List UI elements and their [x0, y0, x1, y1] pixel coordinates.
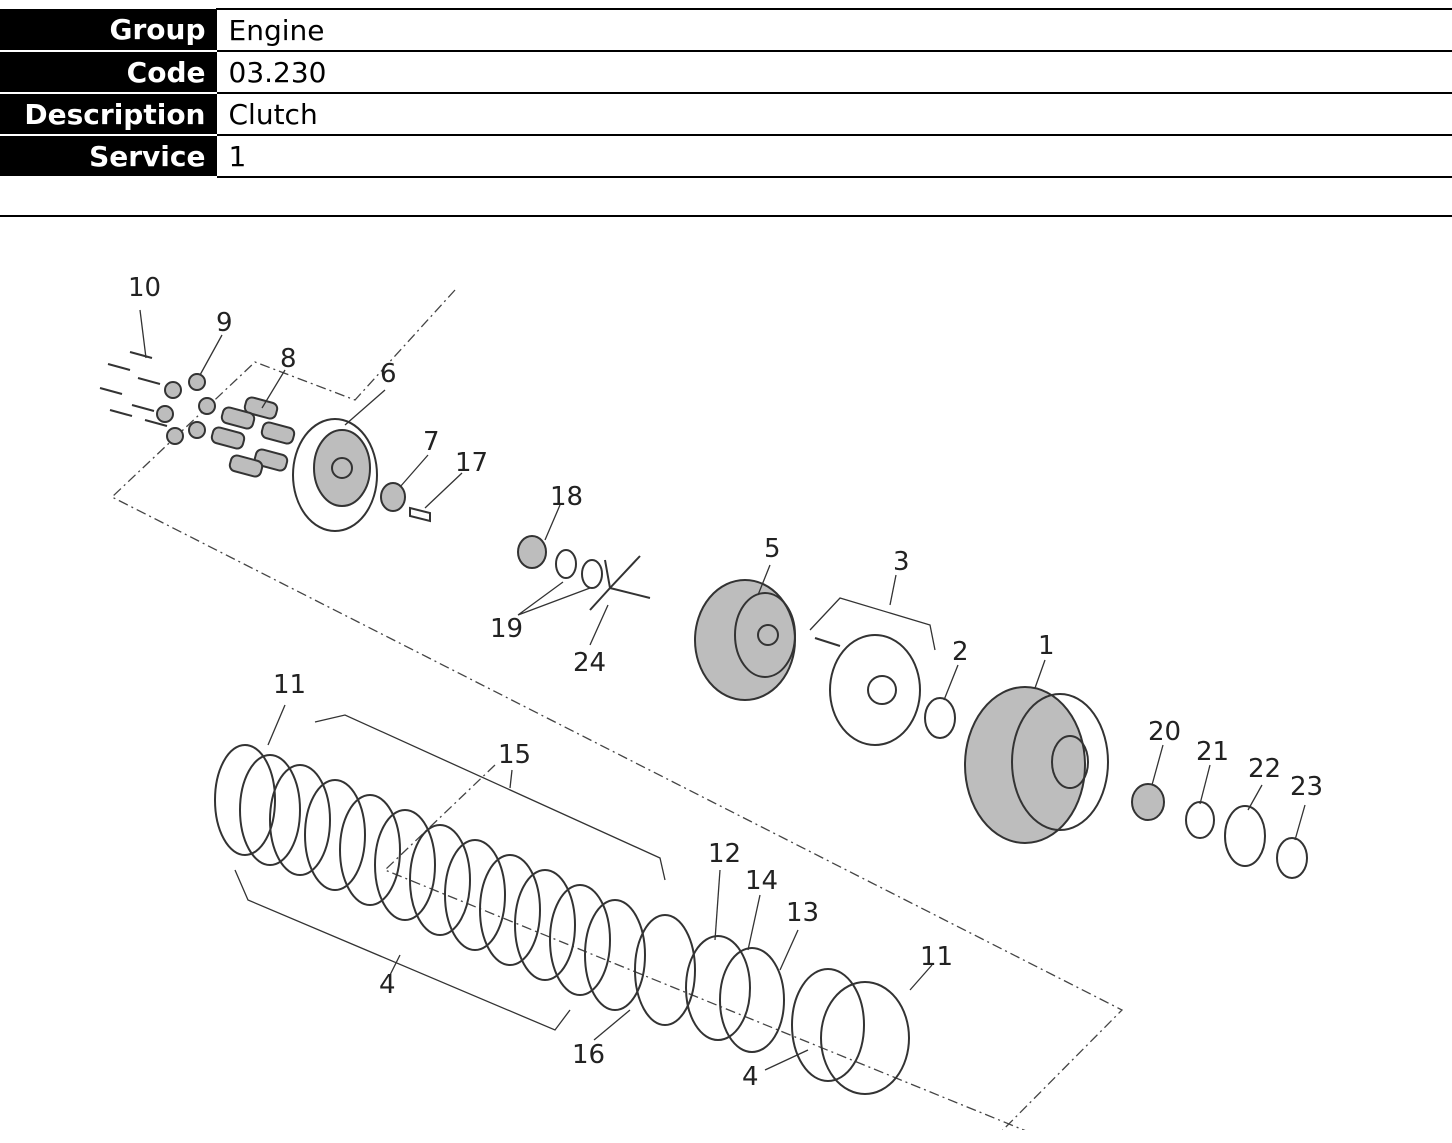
- clutch-basket: [964, 686, 1109, 844]
- springs-group: [210, 396, 296, 478]
- bracket-4: [234, 869, 571, 1031]
- end-washer: [1276, 837, 1308, 879]
- plate-stack: [214, 744, 696, 1026]
- bolts-group: [99, 351, 168, 427]
- callout-8: 8: [280, 344, 297, 374]
- info-row-description: Description Clutch: [0, 92, 1452, 136]
- callout-6: 6: [380, 359, 397, 389]
- group-value: Engine: [215, 8, 1452, 52]
- callout-10: 10: [128, 273, 161, 303]
- callout-17: 17: [455, 448, 488, 478]
- assembly-outline-left: [110, 289, 1124, 1130]
- pressure-plate: [292, 418, 378, 532]
- callout-22: 22: [1248, 754, 1281, 784]
- pushrod: [409, 506, 431, 523]
- callout-11-top: 11: [273, 670, 306, 700]
- callout-21: 21: [1196, 737, 1229, 767]
- description-value: Clutch: [215, 92, 1452, 136]
- callout-14: 14: [745, 866, 778, 896]
- leader-lines: [139, 309, 1306, 1071]
- bracket-3: [809, 597, 936, 651]
- drive-gear: [1224, 805, 1266, 867]
- spring-plate: [589, 555, 651, 611]
- callout-15: 15: [498, 740, 531, 770]
- service-label: Service: [0, 135, 216, 178]
- callout-18: 18: [550, 482, 583, 512]
- info-row-service: Service 1: [0, 134, 1452, 178]
- friction-plate: [820, 981, 910, 1095]
- section-divider: [0, 215, 1452, 217]
- inner-bushing: [1185, 801, 1215, 839]
- callout-2: 2: [952, 637, 969, 667]
- description-label: Description: [0, 93, 216, 136]
- callout-1: 1: [1038, 631, 1055, 661]
- service-value: 1: [215, 134, 1452, 178]
- callout-11-lower: 11: [920, 942, 953, 972]
- steel-plate: [791, 968, 865, 1082]
- callout-23: 23: [1290, 772, 1323, 802]
- shim-b: [581, 559, 603, 589]
- code-label: Code: [0, 51, 216, 94]
- callout-3: 3: [893, 547, 910, 577]
- callout-13: 13: [786, 898, 819, 928]
- callout-24: 24: [573, 648, 606, 678]
- group-label: Group: [0, 9, 216, 52]
- bracket-15: [314, 714, 666, 881]
- callout-5: 5: [764, 534, 781, 564]
- snap-ring-b: [719, 947, 785, 1053]
- washers-group: [156, 373, 216, 445]
- assembly-outline-right: [383, 764, 1026, 1130]
- part-info-table: Group Engine Code 03.230 Description Clu…: [0, 8, 1452, 178]
- callout-9: 9: [216, 308, 233, 338]
- callout-16: 16: [572, 1040, 605, 1070]
- callout-20: 20: [1148, 717, 1181, 747]
- callout-7: 7: [423, 427, 440, 457]
- clutch-hub: [694, 579, 796, 701]
- bushing: [517, 535, 547, 569]
- clutch-exploded-diagram: 10 9 8 6 7 17 18 5 3 2 1 19 24 11 15 20 …: [99, 273, 1323, 1130]
- bearing: [380, 482, 406, 512]
- callout-4-stack: 4: [379, 970, 396, 1000]
- callouts: 10 9 8 6 7 17 18 5 3 2 1 19 24 11 15 20 …: [128, 273, 1323, 1092]
- needle-bearing: [1131, 783, 1165, 821]
- cover-assembly: [814, 634, 921, 746]
- callout-4-lower: 4: [742, 1062, 759, 1092]
- callout-19: 19: [490, 614, 523, 644]
- info-row-group: Group Engine: [0, 8, 1452, 52]
- info-row-code: Code 03.230: [0, 50, 1452, 94]
- snap-ring-a: [685, 935, 751, 1041]
- code-value: 03.230: [215, 50, 1452, 94]
- shim-a: [555, 549, 577, 579]
- callout-12: 12: [708, 839, 741, 869]
- thrust-washer: [924, 697, 956, 739]
